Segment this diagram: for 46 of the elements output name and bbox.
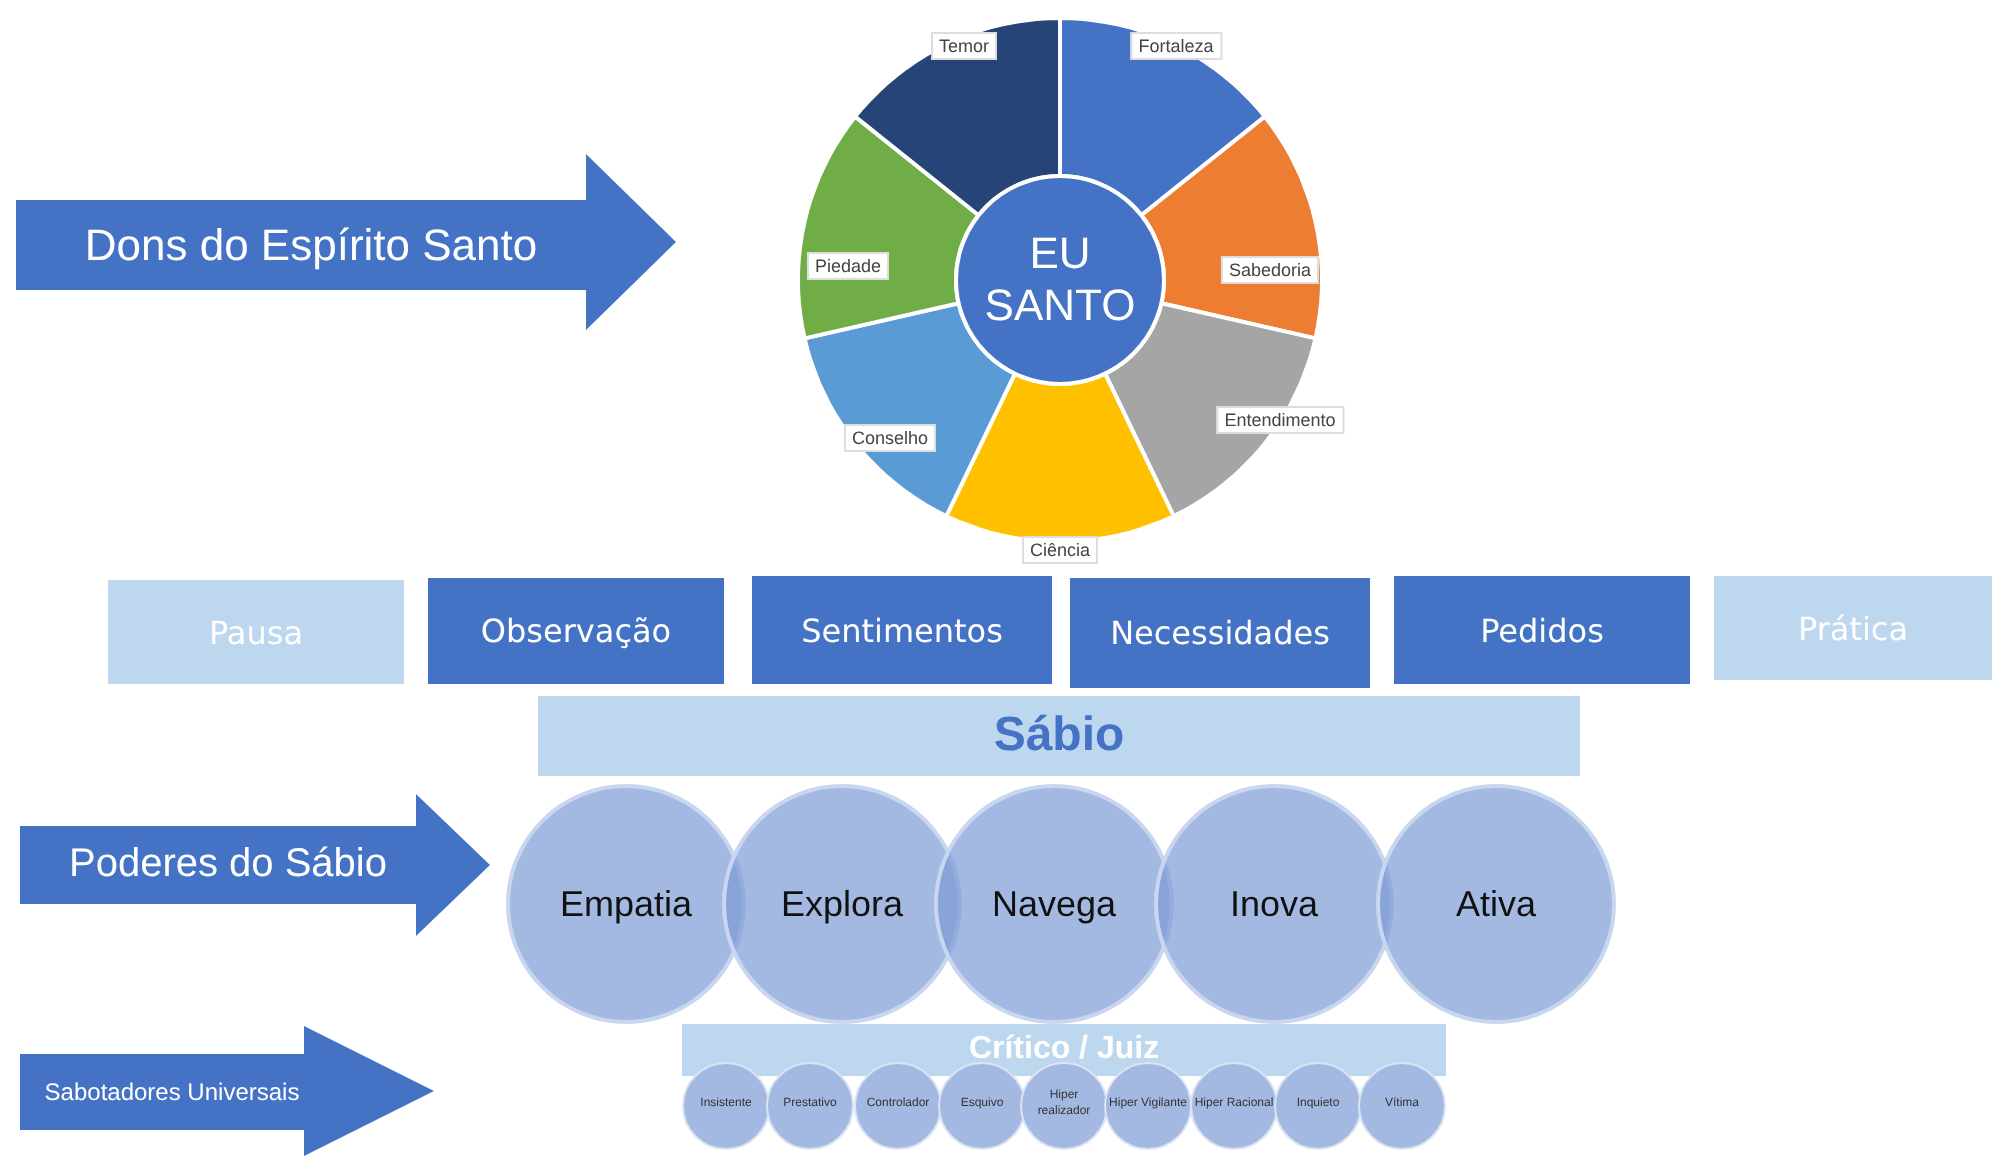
saboteur-circle	[938, 1062, 1026, 1150]
arrow-shape	[16, 154, 676, 330]
saboteur-circle	[1104, 1062, 1192, 1150]
step-box	[108, 580, 404, 684]
saboteur-circle	[1190, 1062, 1278, 1150]
saboteur-circle	[766, 1062, 854, 1150]
circle-label: Inova	[1229, 883, 1319, 925]
circle-label: Empatia	[559, 883, 693, 925]
label-bar	[682, 1024, 1446, 1076]
circle-label: Navega	[991, 883, 1117, 925]
box-label: Pedidos	[1480, 611, 1604, 649]
wheel-segment	[1060, 18, 1266, 216]
box-label: Pausa	[208, 613, 303, 651]
step-box	[1714, 576, 1992, 680]
arrow-label: Poderes do Sábio	[66, 840, 389, 890]
callout-label: Conselho	[843, 424, 937, 452]
step-box	[1070, 578, 1370, 688]
saboteur-circle	[1020, 1062, 1108, 1150]
callout-label: Piedade	[806, 252, 890, 280]
circle-label: Ativa	[1455, 883, 1537, 925]
arrow-shape	[20, 1026, 434, 1156]
circle-label: EU SANTO	[982, 227, 1138, 333]
step-box	[428, 578, 724, 684]
wheel-segment	[854, 18, 1060, 216]
title-bar	[538, 696, 1580, 776]
circle-label: Explora	[780, 883, 904, 925]
box-label: Necessidades	[1110, 614, 1330, 652]
saboteur-circle	[1358, 1062, 1446, 1150]
callout-label: Ciência	[1022, 536, 1098, 564]
step-box	[752, 576, 1052, 684]
box-label: Prática	[1797, 609, 1909, 647]
box-label: Observação	[480, 612, 672, 650]
callout-label: Sabedoria	[1220, 256, 1320, 284]
callout-label: Fortaleza	[1130, 32, 1222, 60]
callout-label: Entendimento	[1216, 406, 1344, 434]
saboteur-circle	[854, 1062, 942, 1150]
bar-label: Sábio	[993, 708, 1125, 764]
arrow-label: Dons do Espírito Santo	[82, 217, 540, 274]
box-label: Sentimentos	[801, 611, 1003, 649]
arrow-shape	[20, 794, 490, 936]
arrow-label: Sabotadores Universais	[42, 1076, 302, 1110]
callout-label: Temor	[931, 32, 997, 60]
step-box	[1394, 576, 1690, 684]
saboteur-circle	[682, 1062, 770, 1150]
saboteur-circle	[1274, 1062, 1362, 1150]
bar-label: Crítico / Juiz	[968, 1032, 1160, 1068]
